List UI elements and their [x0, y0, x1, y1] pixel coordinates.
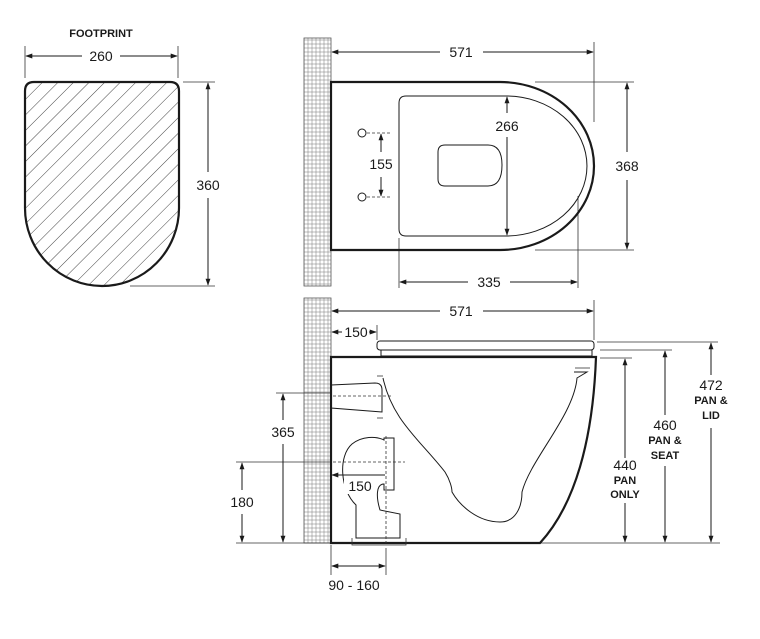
plan-pan-outline	[329, 80, 596, 252]
side-pan-lid-label-1: PAN &	[694, 395, 727, 407]
footprint-width: 260	[89, 48, 113, 64]
side-pan-only-value: 440	[613, 457, 637, 473]
footprint-shape	[23, 80, 181, 288]
footprint-title: FOOTPRINT	[69, 28, 133, 40]
plan-fixing-hole-top	[357, 128, 367, 138]
side-wall-tiles	[303, 297, 332, 544]
side-pan-lid-value: 472	[699, 377, 723, 393]
footprint-depth: 360	[196, 177, 220, 193]
side-inlet-connector	[330, 382, 383, 413]
side-pan-only-label-2: ONLY	[610, 489, 640, 501]
plan-fixing-hole-bottom	[357, 192, 367, 202]
side-offset-top: 150	[344, 324, 368, 340]
plan-width: 368	[615, 158, 639, 174]
side-bowl-interior	[382, 371, 589, 523]
side-view: 571 150 365 180 150 90 - 160 440 PAN ONL…	[230, 297, 728, 593]
side-offset-inlet: 150	[348, 478, 372, 494]
side-seat	[380, 349, 593, 357]
plan-seat-outline	[398, 95, 588, 237]
side-pan-body	[329, 355, 598, 545]
side-pan-only-label-1: PAN	[614, 475, 636, 487]
footprint-view: FOOTPRINT 260 360	[23, 28, 220, 288]
side-length: 571	[449, 303, 473, 319]
plan-wall-tiles	[303, 37, 332, 287]
side-pan-lid-label-2: LID	[702, 410, 720, 422]
side-height-365: 365	[271, 424, 295, 440]
side-height-180: 180	[230, 494, 254, 510]
plan-bowl-length: 335	[477, 274, 501, 290]
side-outlet-pipe	[342, 436, 401, 539]
plan-view: 155 266 571 368 335	[303, 37, 639, 290]
plan-bowl-opening	[437, 144, 503, 187]
plan-bowl-width: 266	[495, 118, 519, 134]
side-pan-seat-value: 460	[653, 417, 677, 433]
side-lid	[376, 340, 595, 351]
side-outlet-range: 90 - 160	[328, 577, 380, 593]
plan-length: 571	[449, 44, 473, 60]
plan-fixing-spacing: 155	[369, 156, 393, 172]
side-pan-seat-label-1: PAN &	[648, 435, 681, 447]
side-pan-seat-label-2: SEAT	[651, 450, 680, 462]
